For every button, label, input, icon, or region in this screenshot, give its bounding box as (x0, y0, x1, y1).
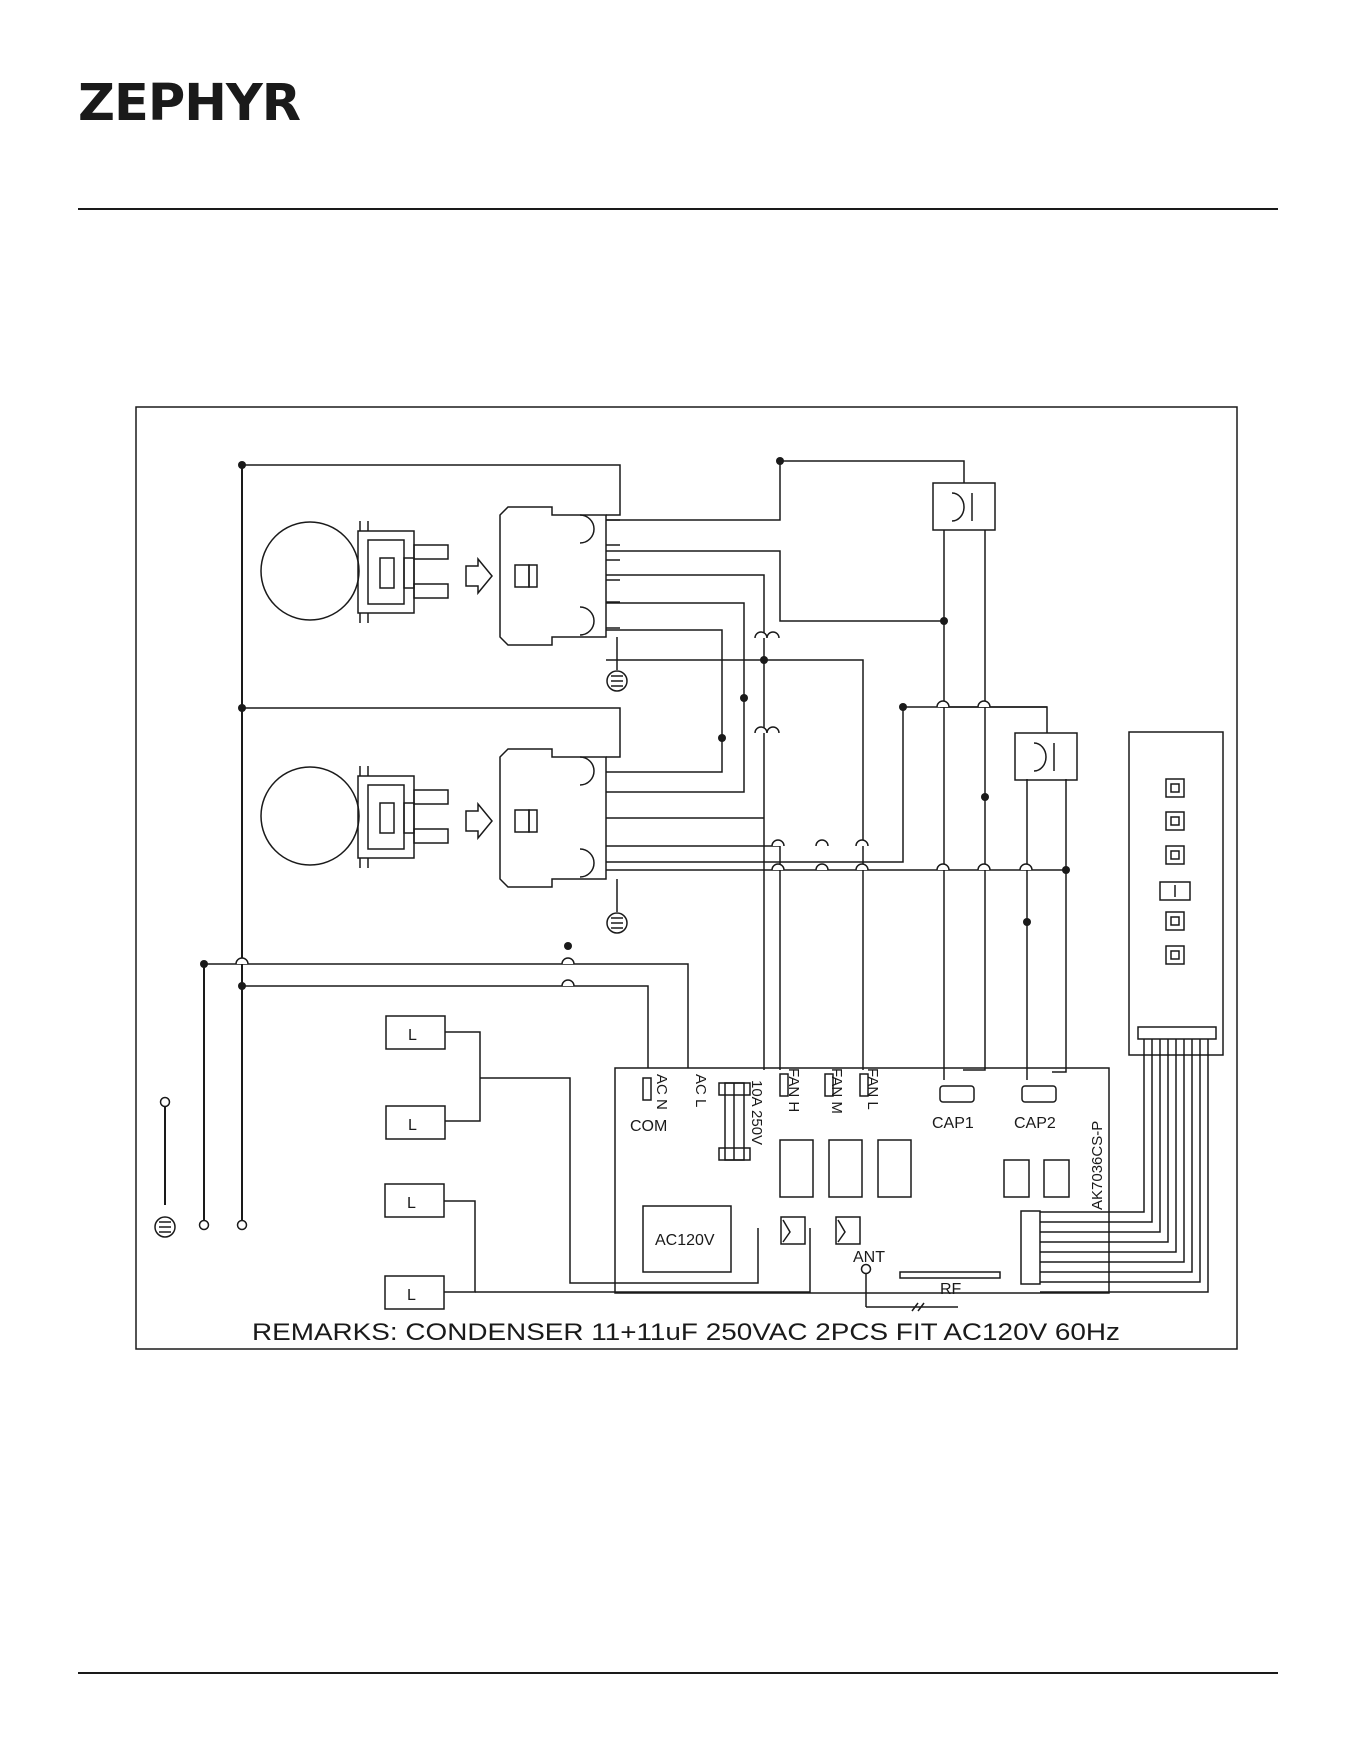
supply-terminal-l (238, 1221, 247, 1230)
keypad-buttons (1160, 779, 1190, 964)
ribbon-connector (1021, 1211, 1040, 1284)
capacitor-2 (1015, 733, 1077, 780)
label-com: COM (630, 1118, 667, 1135)
lamp-group (385, 1016, 445, 1309)
ground-symbol-main (155, 1217, 175, 1237)
label-transformer: AC120V (655, 1232, 715, 1249)
label-fan-h: FAN H (785, 1068, 802, 1112)
relays (780, 1140, 1069, 1197)
lamp-label-1: L (408, 1027, 417, 1044)
lamp-label-3: L (407, 1195, 416, 1212)
keypad-panel (1129, 732, 1223, 1055)
lamp-connectors (781, 1217, 860, 1244)
label-ac-n: AC N (653, 1074, 670, 1110)
cap-connectors (940, 1086, 1056, 1102)
capacitor-1 (933, 483, 995, 530)
remarks-text: REMARKS: CONDENSER 11+11uF 250VAC 2PCS F… (252, 1319, 1120, 1346)
motor-1 (261, 507, 620, 645)
fuse (719, 1083, 750, 1160)
lamp-label-4: L (407, 1287, 416, 1304)
label-cap2: CAP2 (1014, 1115, 1056, 1132)
ground-symbol-motor-1 (607, 637, 627, 691)
label-cap1: CAP1 (932, 1115, 974, 1132)
diagram-frame (136, 407, 1237, 1349)
label-fan-l: FAN L (864, 1068, 881, 1110)
rf-module (900, 1272, 1000, 1278)
keypad-connector (1138, 1027, 1216, 1039)
label-fan-m: FAN M (828, 1068, 845, 1114)
supply-terminal-n (200, 1221, 209, 1230)
motor-2 (261, 749, 606, 887)
ground-symbol-motor-2 (607, 879, 627, 933)
label-antenna: ANT (853, 1249, 885, 1266)
label-model: AK7036CS-P (1089, 1121, 1106, 1210)
label-rf: RF (940, 1281, 962, 1298)
lamp-label-2: L (408, 1117, 417, 1134)
ground-terminal (161, 1098, 170, 1107)
label-fuse: 10A 250V (748, 1080, 765, 1145)
label-ac-l: AC L (692, 1074, 709, 1107)
